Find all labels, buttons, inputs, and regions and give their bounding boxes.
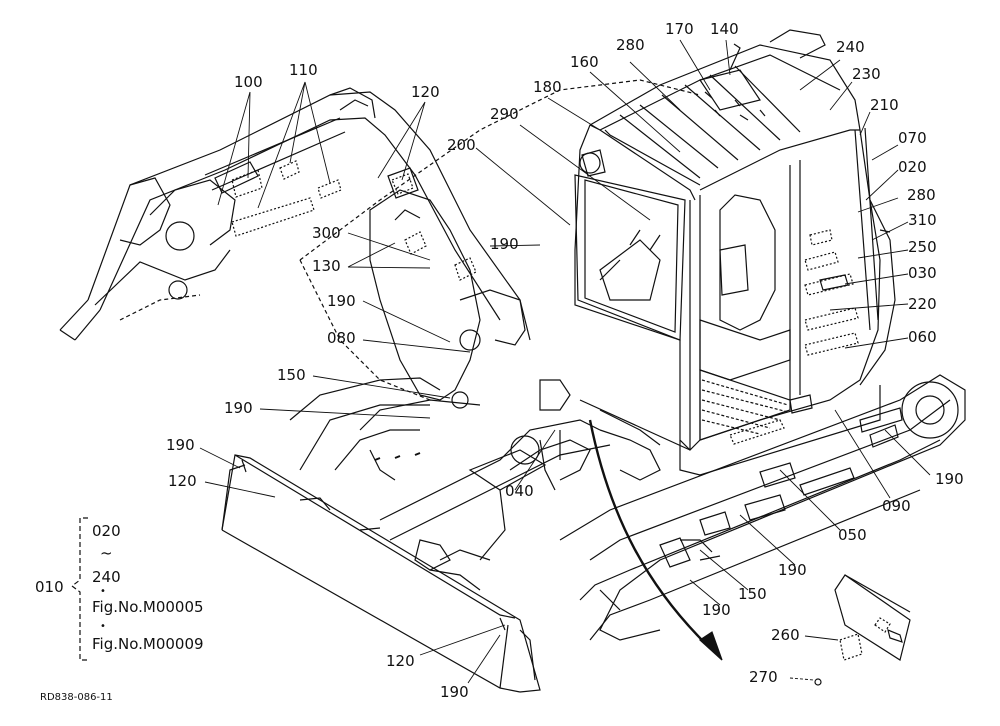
- part-label-220: 220: [908, 295, 937, 313]
- note-range-end: 240: [92, 568, 121, 586]
- note-bullet-1: •: [100, 586, 106, 597]
- part-label-160: 160: [570, 53, 599, 71]
- part-label-040: 040: [505, 482, 534, 500]
- part-label-090: 090: [882, 497, 911, 515]
- part-label-010: 010: [35, 578, 64, 596]
- dozer-blade: [221, 454, 541, 693]
- part-label-190-c: 190: [224, 399, 253, 417]
- note-bullet-2: •: [100, 621, 106, 632]
- part-label-200: 200: [447, 136, 476, 154]
- part-label-190-h: 190: [440, 683, 469, 701]
- part-label-110: 110: [289, 61, 318, 79]
- part-label-030: 030: [908, 264, 937, 282]
- cab: [574, 29, 881, 476]
- part-label-150-b: 150: [738, 585, 767, 603]
- part-label-070: 070: [898, 129, 927, 147]
- part-label-280-right: 280: [907, 186, 936, 204]
- note-range-tilde: ~: [100, 544, 113, 562]
- part-label-210: 210: [870, 96, 899, 114]
- part-label-260: 260: [771, 626, 800, 644]
- rear-body: [819, 199, 896, 386]
- part-label-310: 310: [908, 211, 937, 229]
- part-label-240: 240: [836, 38, 865, 56]
- note-fig-ref-1: Fig.No.M00005: [92, 598, 204, 616]
- part-label-190-e: 190: [935, 470, 964, 488]
- part-label-120-bottom: 120: [386, 652, 415, 670]
- part-label-290: 290: [490, 105, 519, 123]
- part-label-150-a: 150: [277, 366, 306, 384]
- note-range-start: 020: [92, 522, 121, 540]
- part-label-130: 130: [312, 257, 341, 275]
- part-label-080: 080: [327, 329, 356, 347]
- part-label-180: 180: [533, 78, 562, 96]
- note-fig-ref-2: Fig.No.M00009: [92, 635, 204, 653]
- part-label-100: 100: [234, 73, 263, 91]
- part-label-190-a: 190: [490, 235, 519, 253]
- boom-arm: [59, 87, 531, 409]
- detail-inset: [814, 574, 911, 686]
- part-label-140: 140: [710, 20, 739, 38]
- part-label-270: 270: [749, 668, 778, 686]
- drawing-code: RD838-086-11: [40, 692, 113, 703]
- callout-arrow: [588, 419, 723, 661]
- part-label-300: 300: [312, 224, 341, 242]
- part-label-190-b: 190: [327, 292, 356, 310]
- part-label-020: 020: [898, 158, 927, 176]
- upper-body-outline: [119, 79, 701, 401]
- part-label-190-g: 190: [702, 601, 731, 619]
- part-label-190-d: 190: [166, 436, 195, 454]
- part-label-120-left: 120: [168, 472, 197, 490]
- note-bracket: [71, 517, 88, 661]
- leader-lines: [199, 39, 931, 684]
- part-label-170: 170: [665, 20, 694, 38]
- part-label-280-top: 280: [616, 36, 645, 54]
- undercarriage: [289, 374, 966, 641]
- part-label-120-top: 120: [411, 83, 440, 101]
- part-label-230: 230: [852, 65, 881, 83]
- part-label-190-f: 190: [778, 561, 807, 579]
- part-label-060: 060: [908, 328, 937, 346]
- part-label-250: 250: [908, 238, 937, 256]
- part-label-050: 050: [838, 526, 867, 544]
